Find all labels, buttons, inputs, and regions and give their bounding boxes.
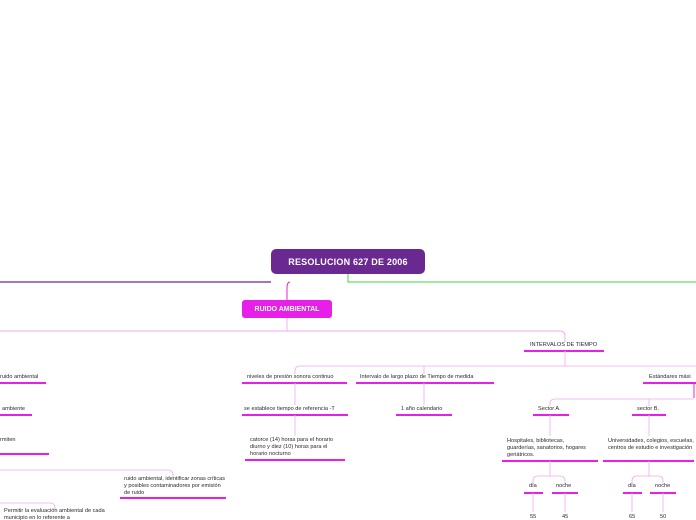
estandares-topic[interactable]: Estándares máxi xyxy=(649,374,691,380)
main-link-left xyxy=(0,318,288,332)
niveles-child-topic[interactable]: se establece tiempo de referencia -T xyxy=(244,406,335,412)
sector-b-link-dia xyxy=(631,461,650,484)
left-item-5[interactable]: Permitir la evaluación ambiental de cada… xyxy=(4,508,105,520)
root-topic[interactable]: RESOLUCION 627 DE 2006 xyxy=(271,249,425,274)
main-topic-label: RUIDO AMBIENTAL xyxy=(254,305,320,313)
sector-a-link-noche xyxy=(550,475,566,484)
sector-b-noche[interactable]: noche xyxy=(655,483,671,489)
root-topic-label: RESOLUCION 627 DE 2006 xyxy=(288,256,408,267)
sector-a-dia-value[interactable]: 55 xyxy=(530,514,537,520)
left-item-3[interactable]: rmiten xyxy=(0,437,16,443)
sector-a-desc[interactable]: Hospitales, bibliotecas, guarderías, san… xyxy=(507,438,586,458)
main-topic[interactable]: RUIDO AMBIENTAL xyxy=(242,300,332,318)
sector-b-noche-value[interactable]: 50 xyxy=(660,514,667,520)
sector-b-topic[interactable]: sector B. xyxy=(637,406,660,412)
left-link-5 xyxy=(0,502,56,510)
intervalos-topic[interactable]: INTERVALOS DE TIEMPO xyxy=(530,342,598,348)
sector-a-topic[interactable]: Sector A. xyxy=(538,406,561,412)
left-item-1[interactable]: ruido ambiental xyxy=(0,374,39,380)
left-item-4[interactable]: ruido ambiental, identificar zonas críti… xyxy=(124,476,226,496)
sector-a-link-dia xyxy=(532,461,551,484)
largo-plazo-child-topic[interactable]: 1 año calendario xyxy=(401,406,443,412)
largo-plazo-topic[interactable]: Intervalo de largo plazo de Tiempo de me… xyxy=(360,374,474,380)
sector-b-dia-value[interactable]: 65 xyxy=(629,514,636,520)
sector-b-link-noche xyxy=(649,475,664,484)
left-link-4 xyxy=(0,469,174,477)
root-link-right xyxy=(347,274,696,283)
niveles-child2-topic[interactable]: catorce (14) horas para el horario diurn… xyxy=(250,437,334,457)
sector-b-desc[interactable]: Universidades, colegios, escuelas, centr… xyxy=(608,438,694,451)
sector-a-noche-value[interactable]: 45 xyxy=(562,514,569,520)
estandares-link-a xyxy=(549,398,694,406)
main-link-intervalos xyxy=(287,330,566,342)
intervalos-link-niveles xyxy=(294,351,566,374)
root-link-main xyxy=(286,281,291,300)
sector-b-dia[interactable]: día xyxy=(628,483,636,489)
left-item-2[interactable]: ambiente xyxy=(2,406,26,412)
sector-a-noche[interactable]: noche xyxy=(556,483,572,489)
sector-a-dia[interactable]: día xyxy=(529,483,537,489)
niveles-topic[interactable]: niveles de presión sonora continuo xyxy=(247,374,334,380)
